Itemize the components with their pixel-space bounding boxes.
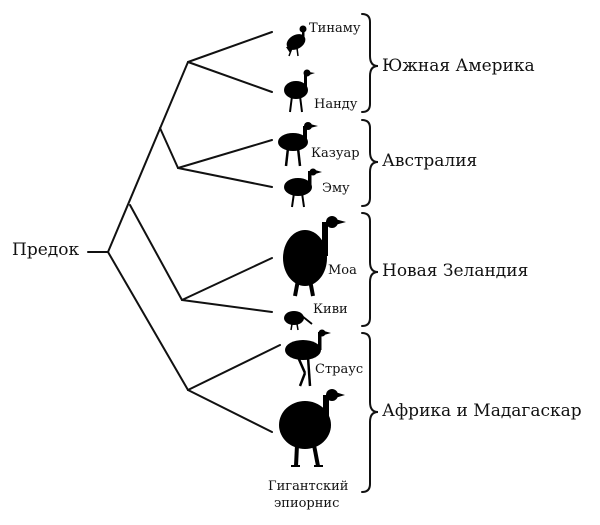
branch-kiwi [181,299,273,313]
branch-upper-rhea [187,61,273,93]
branch-cassowary [177,139,273,169]
branch-root-to-lower [107,251,189,391]
bracket-south-america [361,13,379,113]
region-label-south-america: Южная Америка [382,56,535,76]
region-label-new-zealand: Новая Зеландия [382,261,529,281]
taxon-label-cassowary: Казуар [311,146,360,161]
kiwi-silhouette [284,311,313,331]
rhea-silhouette [284,69,315,113]
branch-root-to-upper [107,61,189,253]
branch-moa [181,257,273,301]
bracket-africa-madagascar [361,332,379,493]
bracket-australia [361,119,379,207]
bracket-new-zealand [361,212,379,327]
root-label: Предок [12,240,80,260]
branch-elephant-bird [187,389,273,433]
moa-silhouette [283,216,346,297]
taxon-label-rhea: Нанду [314,97,358,112]
branch-ostrich [187,344,281,391]
taxon-label-elephant-bird-line2: эпиорнис [274,496,340,511]
taxon-label-elephant-bird-line1: Гигантский [268,479,349,494]
emu-silhouette [284,168,322,208]
branch-upper-tinamou [187,31,273,63]
taxon-label-tinamou: Тинаму [309,21,361,36]
taxon-label-ostrich: Страус [315,362,364,377]
cassowary-silhouette [278,122,318,167]
tinamou-silhouette [286,25,307,57]
branch-node-a [159,127,179,169]
elephant-bird-silhouette [279,389,345,467]
ostrich-silhouette [285,329,331,387]
taxon-label-emu: Эму [322,181,350,196]
taxon-label-moa: Моа [328,263,357,278]
region-label-africa-madagascar: Африка и Мадагаскар [382,401,582,421]
branch-emu [177,167,273,188]
region-label-australia: Австралия [382,151,478,171]
taxon-label-kiwi: Киви [313,302,348,317]
branch-node-b [129,204,183,301]
